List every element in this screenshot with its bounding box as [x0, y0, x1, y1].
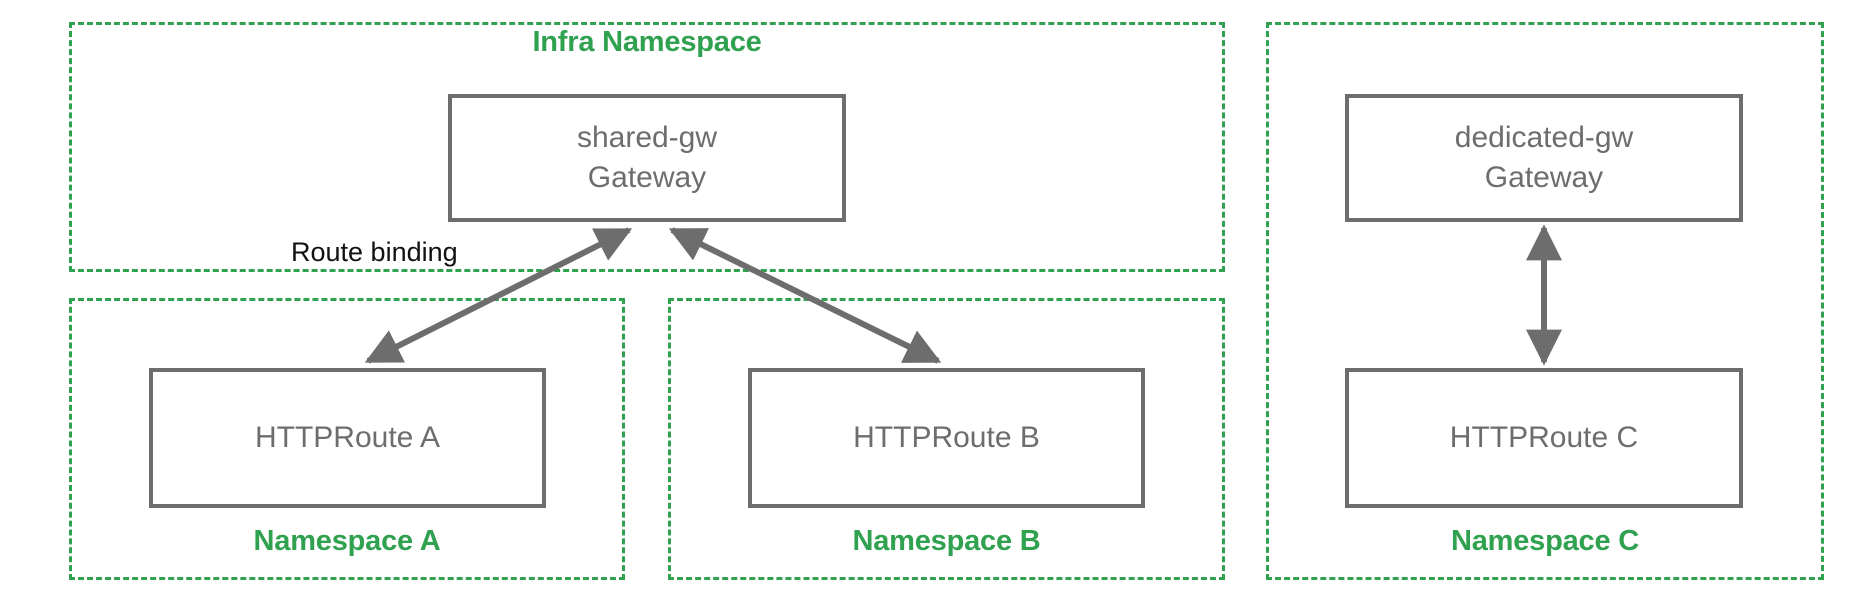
node-httproute-b[interactable]: HTTPRoute B [748, 368, 1145, 508]
node-shared-gw-name: shared-gw [576, 121, 718, 155]
namespace-region-c [1266, 22, 1824, 580]
namespace-label-infra: Infra Namespace [532, 26, 762, 58]
namespace-region-infra [69, 22, 1225, 272]
node-httproute-c[interactable]: HTTPRoute C [1345, 368, 1743, 508]
node-dedicated-gw-name: dedicated-gw [1454, 121, 1634, 155]
node-shared-gw-kind: Gateway [587, 161, 707, 194]
node-httproute-a[interactable]: HTTPRoute A [149, 368, 546, 508]
edge-label-route-binding: Route binding [291, 237, 458, 267]
namespace-label-a: Namespace A [253, 525, 441, 557]
namespace-region-a [69, 298, 625, 580]
node-httproute-b-label: HTTPRoute B [853, 421, 1040, 455]
node-shared-gw-gateway[interactable]: shared-gw Gateway [448, 94, 846, 222]
namespace-region-b [668, 298, 1225, 580]
node-httproute-c-label: HTTPRoute C [1449, 421, 1639, 455]
node-dedicated-gw-kind: Gateway [1484, 161, 1604, 194]
node-dedicated-gw-gateway[interactable]: dedicated-gw Gateway [1345, 94, 1743, 222]
node-httproute-a-label: HTTPRoute A [254, 421, 441, 455]
namespace-label-b: Namespace B [852, 525, 1041, 557]
namespace-label-c: Namespace C [1450, 525, 1639, 557]
